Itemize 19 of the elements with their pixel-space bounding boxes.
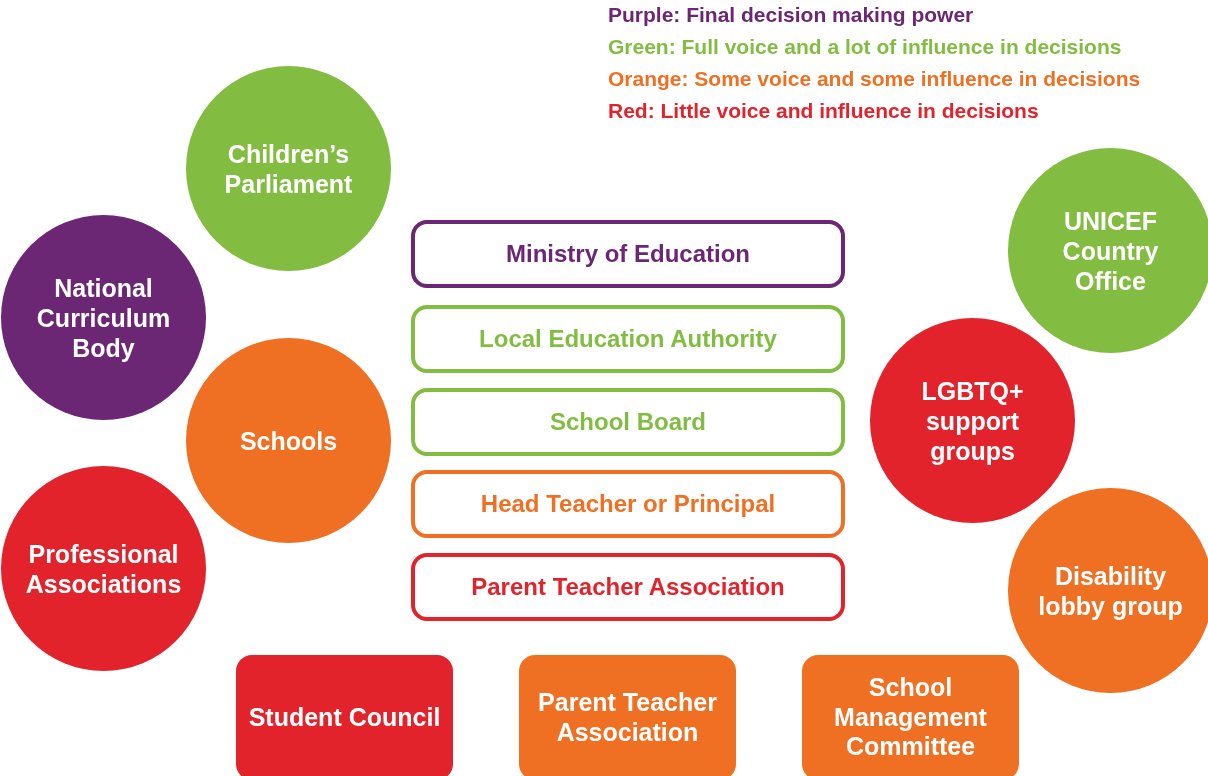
legend-entry: Purple: Final decision making power (608, 3, 974, 27)
stakeholder-circle: LGBTQ+ support groups (870, 318, 1075, 523)
stakeholder-box: Parent Teacher Association (411, 553, 845, 621)
stakeholder-box: Student Council (236, 655, 453, 776)
stakeholder-circle: Schools (186, 338, 391, 543)
stakeholder-box: Ministry of Education (411, 220, 845, 288)
stakeholder-box: School Management Committee (802, 655, 1019, 776)
stakeholder-circle: Professional Associations (1, 466, 206, 671)
legend-entry: Red: Little voice and influence in decisions (608, 99, 1039, 123)
legend-entry: Green: Full voice and a lot of influence in decisions (608, 35, 1122, 59)
legend-entry: Orange: Some voice and some influence in decisions (608, 67, 1141, 91)
stakeholder-box: Head Teacher or Principal (411, 470, 845, 538)
stakeholder-box: Local Education Authority (411, 305, 845, 373)
stakeholder-circle: Children’s Parliament (186, 66, 391, 271)
stakeholder-circle: UNICEF Country Office (1008, 148, 1208, 353)
stakeholder-box: Parent Teacher Association (519, 655, 736, 776)
stakeholder-circle: Disability lobby group (1008, 488, 1208, 693)
stakeholder-circle: National Curriculum Body (1, 215, 206, 420)
stakeholder-box: School Board (411, 388, 845, 456)
